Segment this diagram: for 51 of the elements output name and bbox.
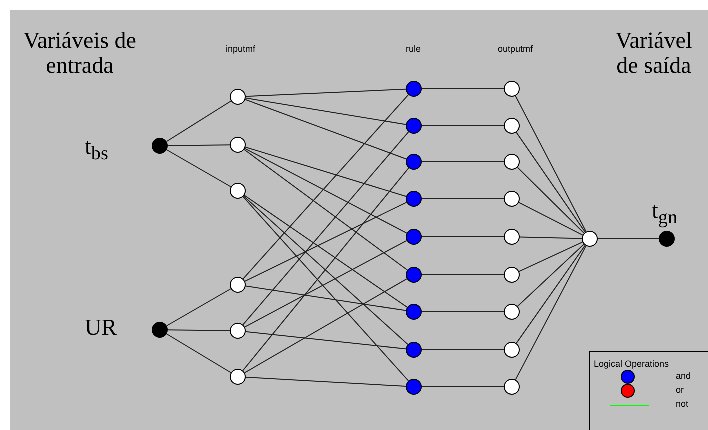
connector-line — [242, 132, 410, 326]
connector-line — [422, 88, 504, 90]
connector-line — [422, 386, 504, 388]
connector-line — [518, 242, 584, 272]
connector-line — [244, 149, 408, 271]
legend-label: and — [676, 371, 692, 381]
legend-title: Logical Operations — [594, 359, 670, 369]
connector-line — [166, 150, 232, 188]
connector-line — [245, 99, 407, 160]
heading-label: Variável de saída — [614, 28, 694, 78]
connector-line — [245, 146, 407, 198]
connector-line — [515, 96, 587, 232]
connector-line — [245, 376, 407, 388]
connector-line — [243, 196, 409, 346]
connector-line — [244, 240, 408, 328]
connector-line — [422, 198, 504, 200]
heading-label: Variáveis de entrada — [22, 28, 138, 78]
connector-line — [244, 195, 408, 308]
connector-line — [245, 331, 407, 350]
variable-label: t$_{bs}$ — [85, 134, 108, 167]
connector-line — [515, 246, 587, 380]
layer-label: inputmf — [226, 44, 256, 54]
connector-line — [422, 236, 504, 238]
connector-line — [598, 238, 660, 240]
connector-line — [168, 330, 230, 332]
connector-line — [518, 202, 584, 236]
connector-line — [168, 144, 230, 146]
connector-line — [517, 244, 585, 308]
connector-line — [246, 88, 406, 98]
connector-line — [517, 167, 585, 234]
connector-line — [244, 278, 408, 374]
variable-label: UR — [85, 315, 117, 340]
connector-line — [245, 286, 407, 312]
legend-label: or — [676, 385, 684, 395]
layer-label: outputmf — [498, 44, 534, 54]
layer-label: rule — [406, 44, 422, 54]
connector-line — [516, 245, 586, 344]
connector-line — [242, 168, 410, 372]
connector-line — [422, 274, 504, 276]
connector-line — [242, 94, 410, 280]
legend-label: not — [676, 399, 689, 409]
connector-line — [245, 98, 407, 126]
connector-line — [516, 132, 586, 233]
connector-line — [242, 196, 410, 382]
connector-line — [166, 100, 232, 142]
connector-line — [244, 202, 408, 282]
connector-line — [244, 148, 408, 234]
connector-line — [166, 334, 232, 374]
connector-line — [166, 288, 232, 326]
connector-line — [520, 236, 582, 240]
variable-label: t$_{gn}$ — [652, 198, 678, 231]
